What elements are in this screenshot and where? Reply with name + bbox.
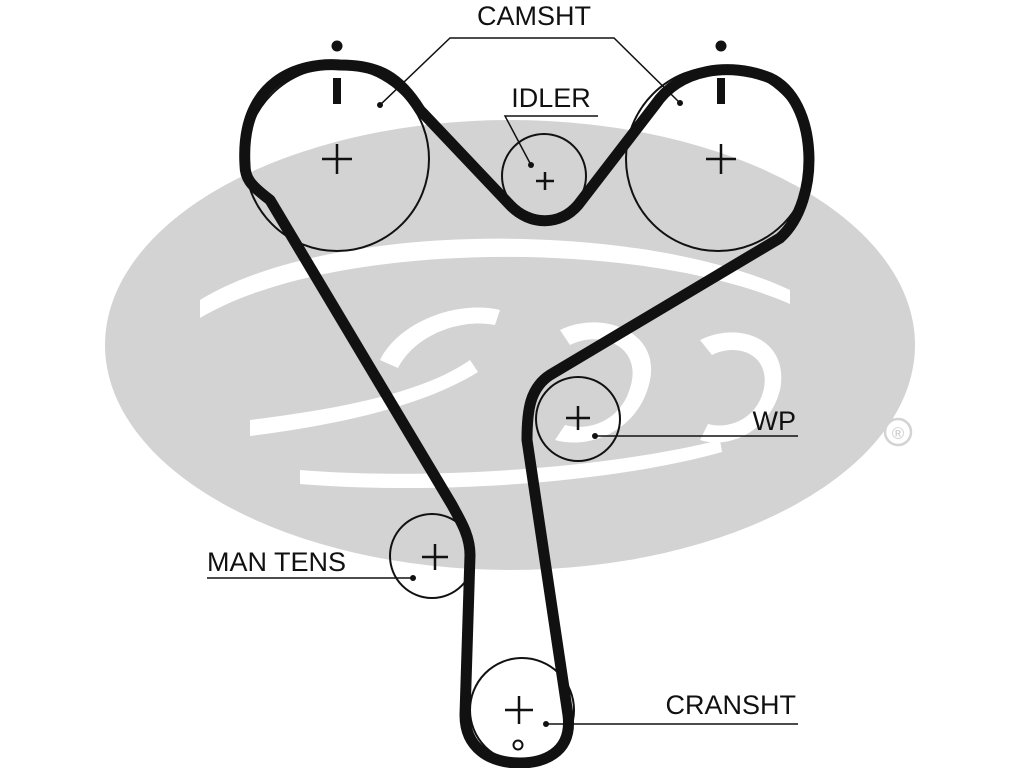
crankshaft-center-cross bbox=[505, 696, 533, 724]
camshaft-leader-line bbox=[379, 37, 681, 106]
manual-tensioner-label: MAN TENS bbox=[207, 547, 346, 577]
right-camshaft-timing-mark bbox=[715, 40, 727, 104]
crankshaft-timing-mark bbox=[512, 739, 524, 751]
tensioner-center-cross bbox=[422, 544, 448, 570]
idler-center-cross bbox=[536, 172, 554, 190]
idler-leader-line bbox=[503, 115, 598, 166]
right-camshaft-center-cross bbox=[706, 144, 736, 174]
camshaft-label: CAMSHT bbox=[477, 1, 591, 31]
water-pump-center-cross bbox=[566, 406, 590, 430]
left-camshaft-center-cross bbox=[322, 144, 352, 174]
crankshaft-label: CRANSHT bbox=[665, 690, 796, 720]
water-pump-label: WP bbox=[753, 406, 797, 436]
idler-label: IDLER bbox=[511, 83, 591, 113]
gates-watermark-logo: ® bbox=[105, 120, 915, 570]
registered-mark: ® bbox=[892, 424, 905, 443]
left-camshaft-timing-mark bbox=[331, 40, 343, 104]
water-pump-pulley bbox=[535, 376, 621, 462]
timing-belt bbox=[239, 59, 815, 768]
